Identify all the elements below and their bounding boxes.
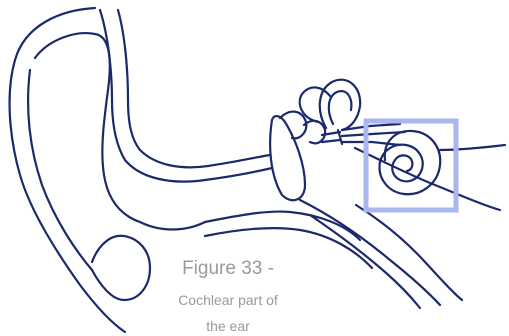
concha-curve: [140, 222, 205, 230]
inner-bone-upper: [355, 148, 500, 210]
skull-line: [440, 145, 505, 150]
pinna-outline: [10, 8, 125, 332]
pinna-ridge: [28, 70, 92, 270]
semicircular-canal-1-inner: [329, 91, 352, 124]
cochlea-spiral: [380, 131, 441, 194]
eardrum: [270, 116, 305, 200]
ear-canal-upper: [100, 10, 272, 182]
eustachian-tube-upper: [300, 200, 440, 305]
figure-caption-line-2: Cochlear part of: [168, 292, 288, 308]
lower-canal-wall: [205, 212, 360, 240]
figure-caption-title: Figure 33 -: [168, 258, 288, 280]
nerve-3: [342, 142, 400, 145]
ear-lobe: [92, 236, 150, 300]
malleus: [280, 112, 306, 139]
figure-caption-line-3: the ear: [168, 318, 288, 334]
pinna-inner-fold: [35, 33, 140, 222]
ear-canal-lower: [118, 10, 270, 167]
semicircular-canal-1: [320, 80, 360, 130]
inner-bone-lower: [356, 205, 462, 300]
